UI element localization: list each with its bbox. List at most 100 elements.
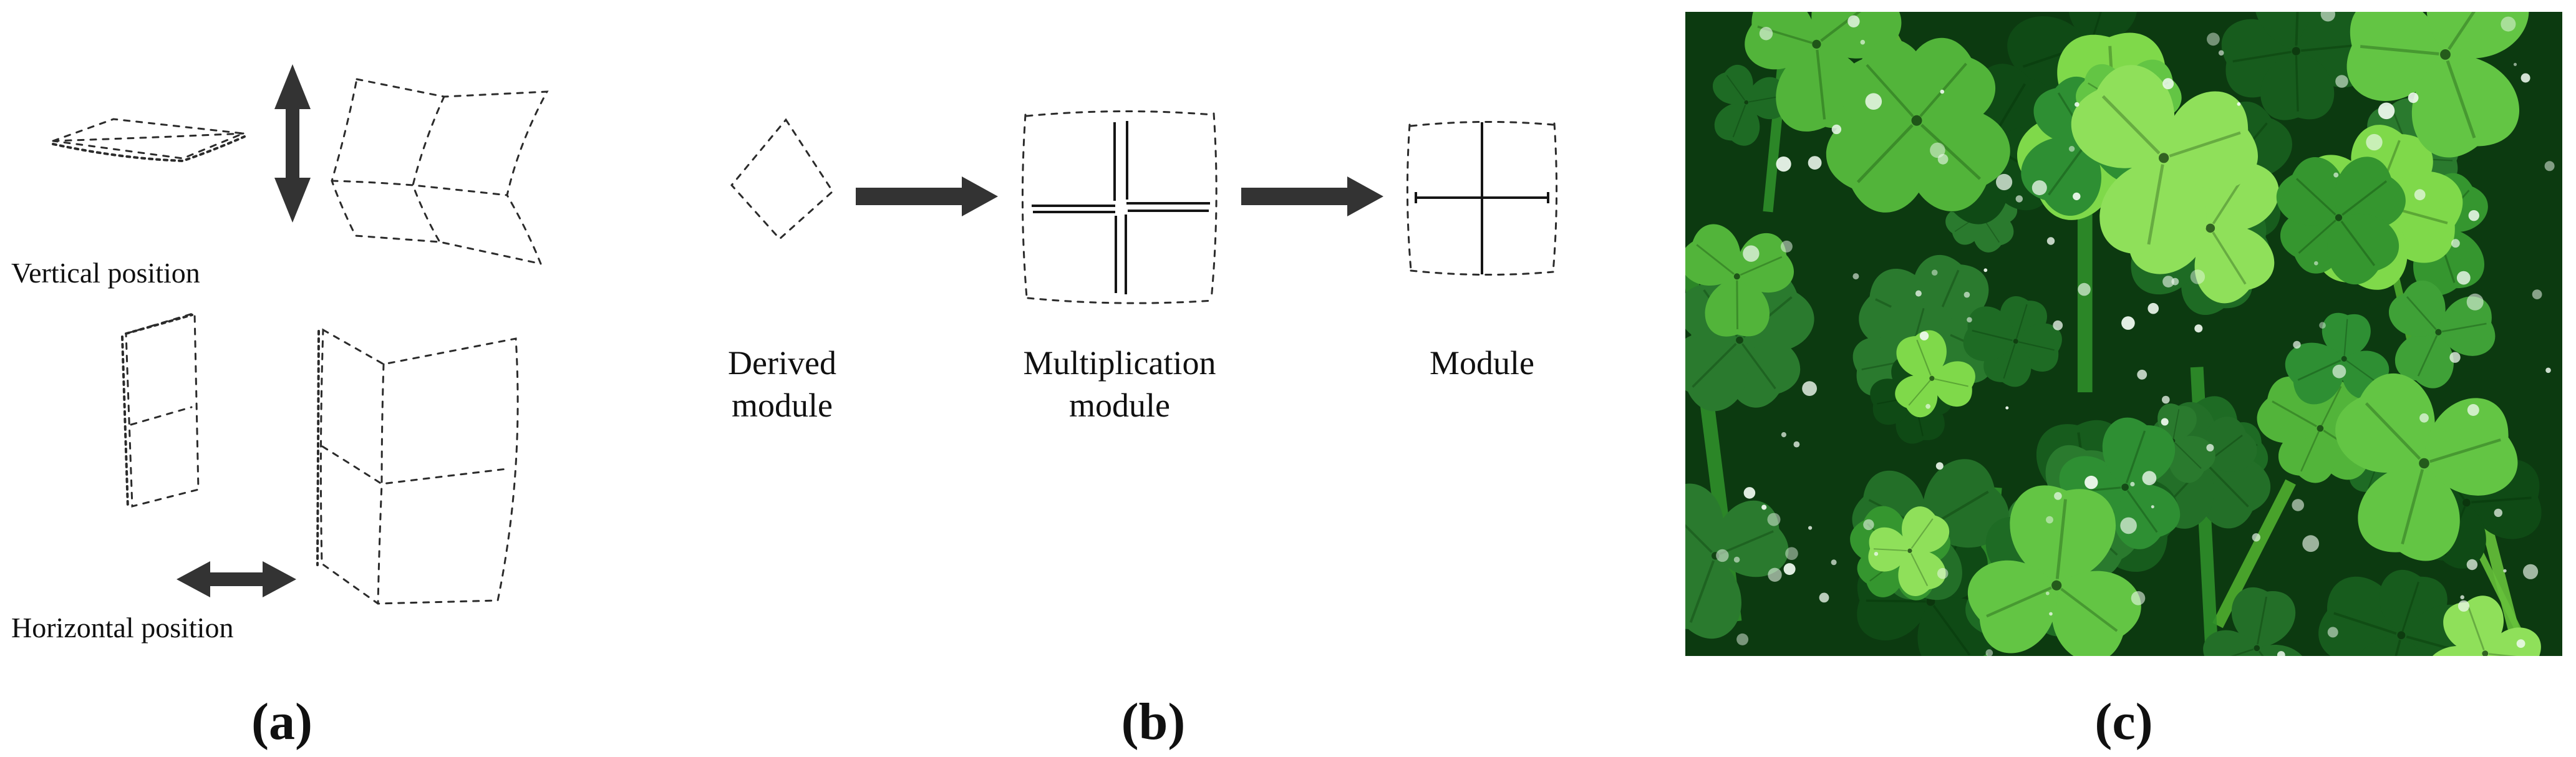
clover-center	[2317, 425, 2324, 432]
clover-center	[2159, 153, 2169, 163]
leaf-vein	[1873, 548, 1907, 552]
clover-center	[1907, 548, 1912, 553]
water-droplet	[1967, 317, 1972, 323]
water-droplet	[2466, 559, 2478, 571]
water-droplet	[1940, 89, 1945, 94]
deployed-module-shape-vertical	[331, 78, 549, 266]
leaf-vein	[2295, 55, 2299, 112]
clover-leaflet	[2358, 463, 2460, 561]
clover-leaflet	[1963, 306, 2016, 362]
leaf-vein	[2406, 296, 2437, 330]
water-droplet	[1783, 563, 1796, 576]
clover-leaflet	[2231, 587, 2296, 649]
clover-bright	[2335, 373, 2518, 561]
derived-module-diamond	[730, 118, 834, 241]
water-droplet	[2162, 276, 2174, 287]
derived-module-label-line1: Derived	[728, 344, 836, 382]
water-droplet	[2523, 564, 2539, 579]
clover-leaflet	[1902, 506, 1950, 553]
clover-center	[1812, 39, 1821, 49]
clover-leaflet	[1932, 361, 1975, 407]
clover-leaflet	[2276, 157, 2345, 226]
water-droplet	[2457, 600, 2470, 612]
panel-c: (c)	[1685, 12, 2562, 751]
leaf-vein	[1920, 123, 1982, 180]
tall-outline	[319, 328, 519, 605]
clover-bright	[2071, 65, 2258, 260]
clover-dark	[1713, 64, 1787, 146]
water-droplet	[2414, 189, 2426, 201]
water-droplet	[2161, 418, 2169, 426]
deployed-module-shape-horizontal	[316, 328, 519, 605]
water-droplet	[2121, 316, 2135, 330]
leaf-vein	[1816, 49, 1826, 120]
water-droplet	[2544, 161, 2555, 171]
clover-leaflet	[2327, 214, 2399, 284]
water-droplet	[1768, 567, 1782, 582]
water-droplet	[2332, 364, 2346, 378]
clover-center	[2419, 458, 2429, 469]
leaf-vein	[2208, 465, 2249, 508]
leaf-vein	[1916, 339, 1932, 376]
water-droplet	[1915, 290, 1922, 297]
clover-leaflet	[2099, 158, 2207, 260]
water-droplet	[1831, 124, 1842, 135]
clover-leaflet	[1868, 527, 1910, 572]
water-droplet	[2333, 172, 2339, 178]
water-droplet	[2302, 535, 2320, 552]
leaf-vein	[2441, 322, 2487, 332]
water-droplet	[1931, 269, 1938, 276]
water-droplet	[2005, 406, 2009, 410]
water-droplet	[2046, 237, 2055, 245]
clover-dark	[1685, 483, 1789, 639]
water-droplet	[1930, 142, 1945, 158]
clover-center	[2462, 498, 2471, 507]
water-droplet	[2046, 516, 2053, 524]
water-droplet	[2449, 352, 2461, 363]
clover-leaflet	[1705, 276, 1770, 337]
water-droplet	[1935, 462, 1944, 470]
leaf-vein	[1908, 380, 1931, 406]
leaf-vein	[2125, 430, 2146, 484]
water-droplet	[2366, 133, 2383, 151]
water-droplet	[1937, 153, 1949, 165]
mult-top-edge	[1025, 110, 1214, 117]
water-droplet	[2419, 413, 2429, 423]
leaf-vein	[1748, 95, 1781, 103]
clover-leaflet	[1898, 550, 1946, 596]
water-droplet	[1919, 331, 1929, 340]
clover-leaflet	[2485, 627, 2541, 656]
water-droplet	[1761, 504, 1767, 510]
clover-center	[2440, 49, 2451, 60]
leaf-vein	[1692, 342, 1737, 388]
leaf-vein	[2172, 409, 2180, 439]
clover-photo	[1685, 12, 2562, 656]
water-droplet	[2408, 92, 2419, 104]
leaf-vein	[2471, 496, 2532, 504]
water-droplet	[2513, 62, 2517, 66]
water-droplet	[1860, 39, 1866, 45]
module-label: Module	[1430, 344, 1534, 382]
leaf-vein	[2429, 438, 2501, 463]
clover-bright	[2276, 157, 2406, 284]
water-droplet	[1785, 547, 1798, 560]
leaf-vein	[2232, 51, 2292, 63]
clover-dark	[1963, 296, 2062, 387]
water-droplet	[2520, 73, 2530, 83]
water-droplet	[2532, 289, 2542, 299]
tall-double-edge	[316, 330, 320, 566]
clover-leaflet	[2202, 417, 2257, 472]
water-droplet	[2031, 180, 2047, 196]
water-droplet	[2207, 32, 2220, 46]
tall-mid-vertical	[377, 363, 385, 605]
water-droplet	[2467, 404, 2479, 416]
water-droplet	[2545, 367, 2551, 374]
leaf-vein	[2360, 45, 2439, 55]
clover-center	[2013, 339, 2018, 344]
leaf-vein	[2169, 131, 2241, 158]
clover-center	[2206, 223, 2215, 233]
clover-leaflet	[2203, 630, 2257, 656]
leaf-vein	[2343, 319, 2348, 356]
leaf-vein	[1932, 604, 1971, 656]
